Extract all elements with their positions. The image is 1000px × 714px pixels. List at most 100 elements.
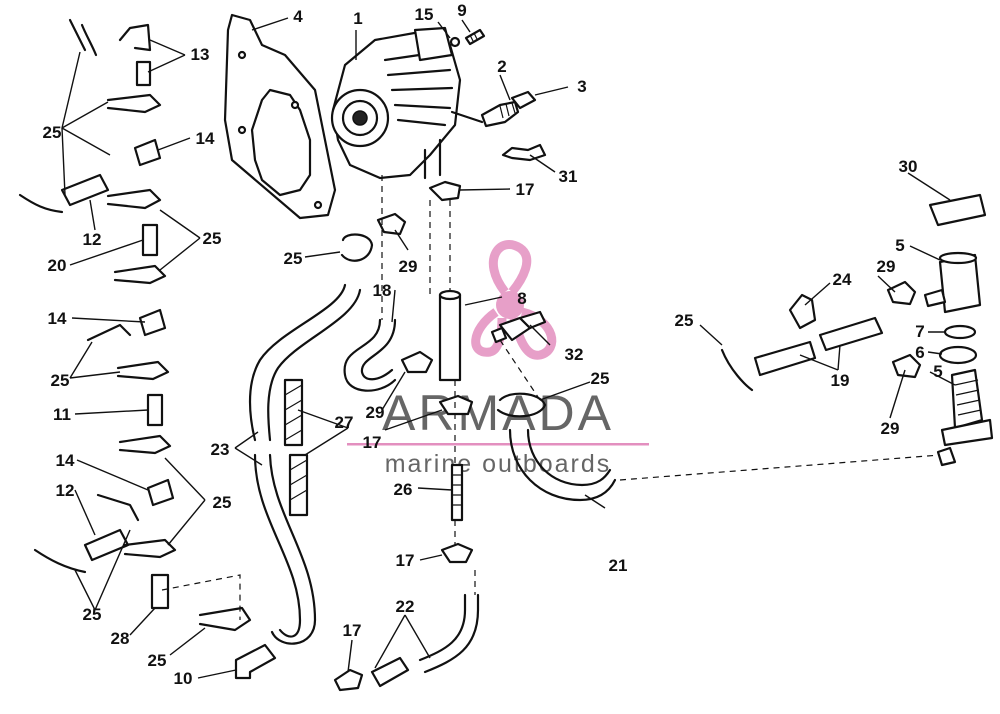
part-25-clamp-tail-5: [96, 493, 140, 522]
part-25-clamp-9: [496, 392, 547, 418]
part-21-large-hose: [508, 428, 617, 502]
callout-13: 13: [191, 45, 210, 64]
callout-26: 26: [394, 480, 413, 499]
part-12-sleeve-2: [83, 528, 130, 562]
watermark: ARMADA marine outboards: [347, 240, 649, 478]
callout-12-a: 12: [83, 230, 102, 249]
callout-30: 30: [899, 157, 918, 176]
callout-29-c: 29: [877, 257, 896, 276]
part-2-3-fitting: [480, 90, 537, 128]
callout-25-i: 25: [591, 369, 610, 388]
part-13-sleeve: [135, 60, 152, 87]
callout-29-a: 29: [399, 257, 418, 276]
part-29-clamp-b: [400, 350, 434, 374]
part-17-clamp-low: [440, 542, 474, 564]
callout-17-b: 17: [363, 433, 382, 452]
part-25-clamp-8: [340, 233, 374, 262]
callout-22: 22: [396, 597, 415, 616]
callout-15: 15: [415, 5, 434, 24]
callout-11: 11: [53, 405, 71, 424]
part-13-elbow: [118, 23, 152, 52]
callout-14-c: 14: [56, 451, 75, 470]
part-17-clamp-bottom: [333, 668, 364, 692]
callout-3: 3: [577, 77, 586, 96]
callout-5-a: 5: [895, 236, 904, 255]
callout-6: 6: [915, 343, 924, 362]
part-31-clip: [501, 143, 547, 162]
callout-29-b: 29: [366, 403, 385, 422]
callout-27: 27: [335, 413, 354, 432]
part-12-sleeve-1: [60, 173, 110, 207]
callout-12-b: 12: [56, 481, 75, 500]
callout-8: 8: [517, 289, 526, 308]
watermark-title: ARMADA: [382, 385, 614, 441]
callout-25-g: 25: [148, 651, 167, 670]
callout-31: 31: [559, 167, 578, 186]
callout-25-e: 25: [213, 493, 232, 512]
part-24-bracket: [788, 293, 817, 330]
callout-4: 4: [293, 7, 303, 26]
leader-lines: [61, 17, 956, 679]
callout-25-h: 25: [675, 311, 694, 330]
part-15-9-washer-screw: [449, 28, 486, 48]
callout-19: 19: [831, 371, 850, 390]
callout-28: 28: [111, 629, 130, 648]
part-29-clamp-a: [376, 212, 407, 236]
left-column-fittings: [18, 18, 277, 680]
part-23-long-hose: [248, 283, 362, 645]
callout-25-d: 25: [51, 371, 70, 390]
part-4-mounting-plate: [223, 13, 337, 220]
callout-7: 7: [915, 322, 924, 341]
callout-17-a: 17: [516, 180, 535, 199]
callout-25-c: 25: [284, 249, 303, 268]
part-11-sleeve: [146, 393, 164, 427]
callout-17-c: 17: [396, 551, 415, 570]
part-5-filter-housing: [923, 251, 982, 314]
callout-21: 21: [609, 556, 628, 575]
callout-20: 20: [48, 256, 67, 275]
part-17-clamp-top: [428, 180, 462, 202]
callouts: 1 2 3 4 5 5 6 7 8 9 10 11 12 12 13 14 14…: [43, 1, 943, 688]
part-10-elbow: [234, 643, 277, 680]
callout-9: 9: [457, 1, 466, 20]
part-29-clamp-d: [891, 353, 922, 379]
part-14-tee-3: [146, 478, 175, 507]
part-25-clamp-2: [106, 188, 162, 210]
part-8-hose: [438, 289, 462, 382]
watermark-underline: [347, 443, 649, 446]
part-14-tee-1: [133, 138, 162, 167]
callout-25-b: 25: [203, 229, 222, 248]
part-25-clamp-tail-2: [18, 193, 64, 214]
callout-10: 10: [174, 669, 193, 688]
callout-25-f: 25: [83, 605, 102, 624]
assembly-lines: [161, 175, 941, 620]
part-27-sleeves: [283, 378, 309, 517]
callout-24: 24: [833, 270, 852, 289]
part-1-fuel-pump: [330, 26, 484, 180]
callout-25-a: 25: [43, 123, 62, 142]
callout-17-d: 17: [343, 621, 362, 640]
part-5-filter-bowl: [936, 368, 994, 467]
part-25-clamp-1: [106, 93, 162, 114]
part-7-o-ring: [943, 324, 977, 340]
callout-23: 23: [211, 440, 230, 459]
part-30-strap: [928, 193, 987, 227]
callout-32: 32: [565, 345, 584, 364]
part-25-clamp-5: [118, 434, 172, 455]
part-25-clamp-tail-1: [68, 18, 98, 57]
callout-1: 1: [353, 9, 362, 28]
part-29-clamp-c: [886, 280, 917, 306]
part-18-hose: [343, 318, 397, 392]
part-25-clamp-4: [116, 360, 170, 381]
part-25-clamp-tail-4: [33, 548, 87, 574]
callout-5-b: 5: [933, 362, 942, 381]
part-19-tubes: [753, 316, 884, 377]
part-6-o-ring: [938, 345, 978, 365]
callout-18: 18: [373, 281, 392, 300]
part-14-tee-2: [138, 308, 167, 337]
part-25-clamp-tail-3: [86, 323, 132, 342]
part-20-sleeve: [141, 223, 159, 257]
callout-2: 2: [497, 57, 506, 76]
part-25-clamp-3: [113, 264, 167, 285]
